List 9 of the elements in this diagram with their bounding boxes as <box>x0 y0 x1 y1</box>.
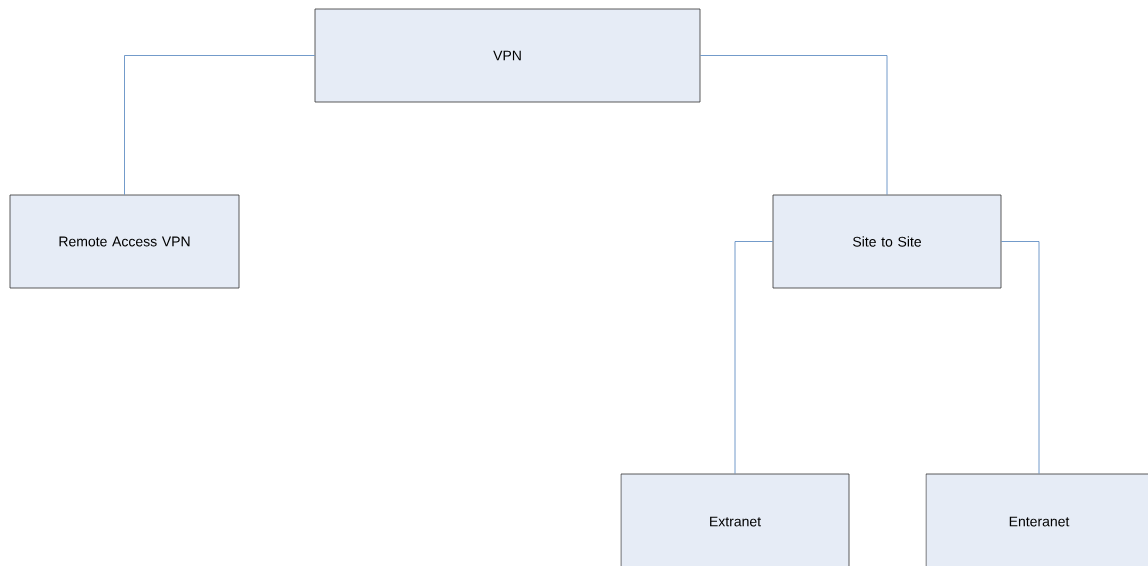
category-box: Site to Site <box>772 194 1002 289</box>
connector-line <box>1001 241 1040 474</box>
connector-line <box>734 241 773 474</box>
category-box: Extranet <box>620 473 850 566</box>
category-box: Enteranet <box>925 473 1148 566</box>
connector-line <box>700 55 888 195</box>
category-box: VPN <box>314 8 701 103</box>
category-box: Remote Access VPN <box>9 194 240 289</box>
connector-line <box>124 55 315 195</box>
